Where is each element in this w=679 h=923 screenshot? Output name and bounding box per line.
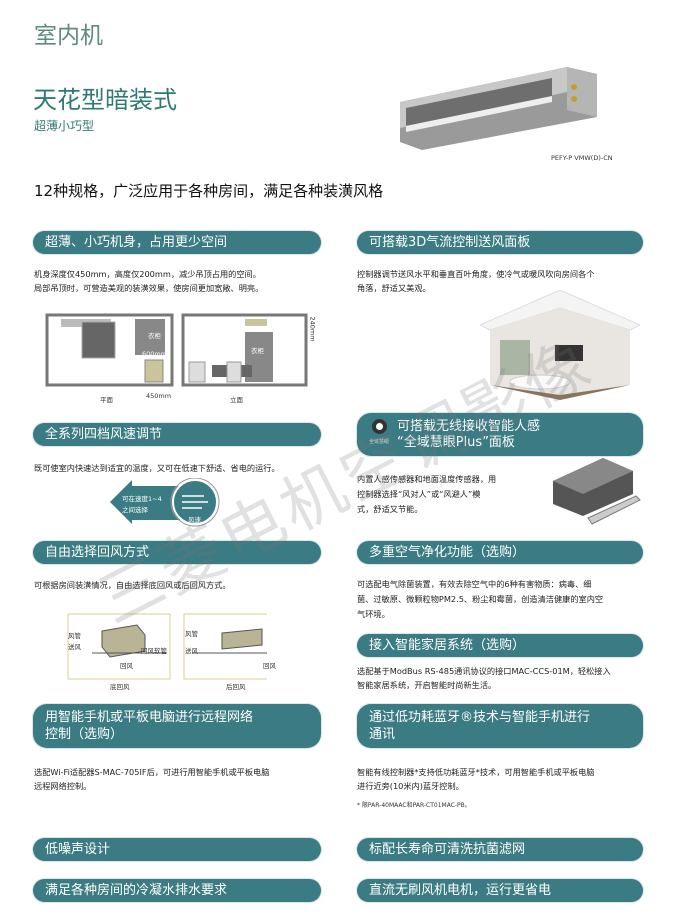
text-line: 智能有线控制器*支持低功耗蓝牙*技术，可用智能手机或平板电脑	[357, 767, 595, 777]
fan-speed-label: 风速	[188, 516, 201, 524]
label-240mm: 240mm	[308, 316, 317, 342]
label-wardrobe: 衣柜	[148, 332, 161, 340]
feature-return-text: 可根据房间装潢情况，自由选择底回风或后回风方式。	[34, 580, 231, 590]
feature-bluetooth-header: 通过低功耗蓝牙®技术与智能手机进行通讯	[357, 704, 643, 748]
feature-fanspeed-text: 既可使室内快速达到适宜的温度，又可在低速下舒适、省电的运行。	[34, 463, 280, 473]
feature-purify-header: 多重空气净化功能（选购）	[357, 541, 643, 564]
text-line: 局部吊顶时，可营造美观的装潢效果，使房间更加宽敞、明亮。	[34, 283, 264, 293]
feature-slim-text: 机身深度仅450mm，高度仅200mm，减少吊顶占用的空间。局部吊顶时，可营造美…	[34, 267, 263, 295]
label-supply-1: 送风	[68, 643, 81, 651]
return-air-diagrams	[67, 613, 267, 680]
fan-speed-arrow-icon	[110, 478, 220, 527]
feature-title: 满足各种房间的冷凝水排水要求	[45, 883, 228, 898]
label-flex: 回风软管	[141, 647, 167, 655]
feature-dc-motor: 直流无刷风机电机，运行更省电	[357, 879, 643, 902]
feature-title: 低噪声设计	[45, 842, 111, 857]
text-line: 进行近旁(10米内)蓝牙控制。	[357, 781, 464, 791]
feature-bluetooth-title-1: 通过低功耗蓝牙®技术与智能手机进行	[369, 710, 591, 725]
text-line: 式，舒适又节能。	[357, 504, 423, 514]
feature-slim-header: 超薄、小巧机身，占用更少空间	[33, 231, 321, 254]
label-elevation: 立面	[230, 396, 243, 404]
sensor-logo-icon: 全域慧眼	[365, 418, 393, 451]
feature-fanspeed-header: 全系列四档风速调节	[33, 423, 321, 446]
feature-filter: 标配长寿命可清洗抗菌滤网	[357, 838, 643, 861]
feature-3d-header: 可搭载3D气流控制送风面板	[357, 231, 643, 254]
room-layout-diagram	[45, 313, 308, 387]
logo-text: 全域慧眼	[368, 438, 389, 445]
feature-smarthome-header: 接入智能家居系统（选购）	[357, 634, 643, 657]
label-plan: 平面	[100, 396, 113, 404]
feature-sensor-title-1: 可搭载无线接收智能人感	[397, 418, 541, 434]
text-line: 之间选择	[122, 506, 148, 514]
feature-purify-text: 可选配电气除菌装置，有效去除空气中的6种有害物质：病毒、细菌、过敏原、微颗粒物P…	[357, 577, 603, 622]
feature-bluetooth-title-2: 通讯	[369, 727, 396, 742]
feature-remote-text: 选配Wi-Fi适配器S-MAC-705IF后，可进行用智能手机或平板电脑远程网络…	[34, 765, 269, 793]
text-line: 气环境。	[357, 609, 390, 619]
text-line: 菌、过敏原、微颗粒物PM2.5、粉尘和霉菌，创造清洁健康的室内空	[357, 594, 604, 604]
feature-drainage: 满足各种房间的冷凝水排水要求	[33, 879, 321, 902]
label-return-1: 回风	[120, 662, 133, 670]
sensor-panel-image	[553, 458, 641, 525]
feature-3d-title: 可搭载3D气流控制送风面板	[369, 235, 531, 250]
text-line: 远程网络控制。	[34, 781, 92, 791]
room-3d-image	[480, 290, 640, 400]
label-duct-1: 风管	[68, 632, 81, 640]
label-supply-2: 送风	[185, 647, 198, 655]
feature-smarthome-text: 选配基于ModBus RS-485通讯协议的接口MAC-CCS-01M，轻松接入…	[357, 664, 611, 692]
feature-smarthome-title: 接入智能家居系统（选购）	[369, 638, 526, 653]
feature-remote-title-2: 控制（选购）	[45, 727, 124, 742]
feature-return-header: 自由选择回风方式	[33, 541, 321, 564]
feature-fanspeed-title: 全系列四档风速调节	[45, 427, 163, 442]
product-title: 天花型暗装式	[33, 86, 177, 114]
text-line: 角落，舒适又美观。	[357, 283, 431, 293]
feature-low-noise: 低噪声设计	[33, 838, 321, 861]
bluetooth-footnote: * 限PAR-40MAAC和PAR-CT01MAC-PB。	[357, 802, 471, 809]
text-line: 可在速度1~4	[122, 495, 162, 503]
feature-3d-text: 控制器调节送风水平和垂直百叶角度，使冷气或暖风吹向房间各个角落，舒适又美观。	[357, 267, 594, 295]
tagline: 12种规格，广泛应用于各种房间，满足各种装潢风格	[34, 182, 384, 200]
text-line: 控制器调节送风水平和垂直百叶角度，使冷气或暖风吹向房间各个	[357, 269, 595, 279]
category-title: 室内机	[34, 23, 103, 49]
feature-slim-title: 超薄、小巧机身，占用更少空间	[45, 235, 228, 250]
label-wardrobe-2: 衣柜	[251, 347, 264, 355]
feature-title: 直流无刷风机电机，运行更省电	[369, 883, 552, 898]
label-return-2: 回风	[263, 662, 276, 670]
product-subtitle: 超薄小巧型	[34, 119, 95, 133]
label-bottom-return: 底回风	[110, 683, 130, 691]
feature-remote-title-1: 用智能手机或平板电脑进行远程网络	[45, 710, 254, 725]
text-line: 机身深度仅450mm，高度仅200mm，减少吊顶占用的空间。	[34, 269, 261, 279]
label-rear-return: 后回风	[226, 683, 246, 691]
feature-purify-title: 多重空气净化功能（选购）	[369, 545, 526, 560]
feature-sensor-title-2: “全域慧眼Plus”面板	[397, 434, 515, 450]
text-line: 选配Wi-Fi适配器S-MAC-705IF后，可进行用智能手机或平板电脑	[34, 767, 270, 777]
feature-title: 标配长寿命可清洗抗菌滤网	[369, 842, 526, 857]
feature-sensor-header: 全域慧眼 可搭载无线接收智能人感“全域慧眼Plus”面板	[357, 413, 643, 456]
feature-sensor-text: 内置人感传感器和地面温度传感器，用控制器选择“风对人”或“风避人”模式，舒适又节…	[357, 472, 496, 517]
label-duct-2: 风管	[185, 630, 198, 638]
text-line: 内置人感传感器和地面温度传感器，用	[357, 474, 497, 484]
model-caption: PEFY-P VMW(D)-CN	[551, 154, 613, 162]
label-450mm: 450mm	[146, 392, 172, 400]
text-line: 选配基于ModBus RS-485通讯协议的接口MAC-CCS-01M，轻松接入	[357, 666, 611, 676]
feature-remote-header: 用智能手机或平板电脑进行远程网络控制（选购）	[33, 704, 321, 748]
text-line: 可选配电气除菌装置，有效去除空气中的6种有害物质：病毒、细	[357, 579, 592, 589]
text-line: 智能家居系统，开启智能时尚新生活。	[357, 680, 497, 690]
indoor-unit-image	[400, 67, 597, 150]
feature-bluetooth-text: 智能有线控制器*支持低功耗蓝牙*技术，可用智能手机或平板电脑进行近旁(10米内)…	[357, 765, 594, 793]
text-line: 控制器选择“风对人”或“风避人”模	[357, 489, 481, 499]
label-600mm: 600mm	[142, 350, 168, 358]
arrow-text: 可在速度1~4 之间选择	[122, 494, 162, 516]
feature-return-title: 自由选择回风方式	[45, 545, 150, 560]
